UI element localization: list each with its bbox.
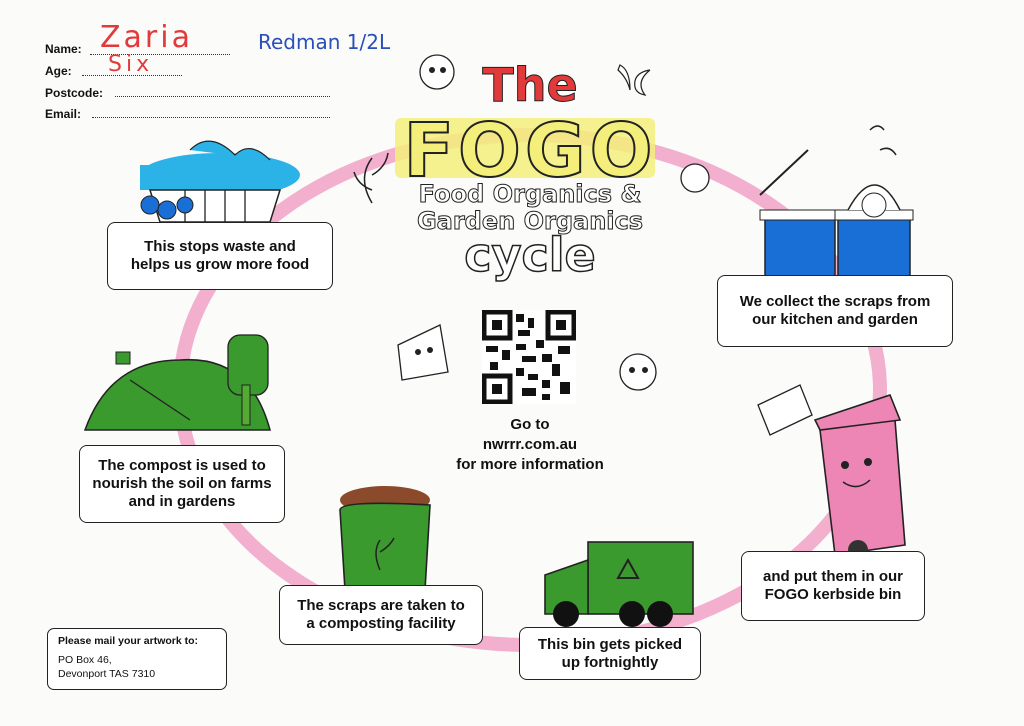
step-pickup: This bin gets picked up fortnightly <box>519 627 701 680</box>
step-kerbside-bin: and put them in our FOGO kerbside bin <box>741 551 925 621</box>
email-label: Email: <box>45 107 81 121</box>
step-collect-scraps-text: We collect the scraps from our kitchen a… <box>740 293 931 329</box>
qr-code[interactable] <box>482 310 576 404</box>
handwritten-age: Six <box>108 52 153 77</box>
step-composting-facility: The scraps are taken to a composting fac… <box>279 585 483 645</box>
bin-lid-icon <box>758 385 812 435</box>
apple-face-icon <box>420 55 454 89</box>
step-pickup-text: This bin gets picked up fortnightly <box>538 636 682 672</box>
age-label: Age: <box>45 64 72 78</box>
mail-line2: Devonport TAS 7310 <box>58 667 216 681</box>
title-line1: Food Organics & <box>385 180 675 208</box>
email-field[interactable] <box>92 117 330 118</box>
step-compost-soil-text: The compost is used to nourish the soil … <box>92 457 271 511</box>
onion-face-icon <box>681 164 709 192</box>
step-compost-soil: The compost is used to nourish the soil … <box>79 445 285 523</box>
title-cycle: cycle <box>410 228 650 282</box>
step-composting-facility-text: The scraps are taken to a composting fac… <box>297 597 465 633</box>
postcode-field[interactable] <box>115 96 330 97</box>
step-stops-waste-text: This stops waste and helps us grow more … <box>131 238 309 274</box>
mail-heading: Please mail your artwork to: <box>58 634 216 648</box>
handwritten-last-name: Redman 1/2L <box>258 30 390 54</box>
name-label: Name: <box>45 42 82 56</box>
tomato-icon <box>620 354 656 390</box>
website-link[interactable]: nwrrr.com.au <box>430 435 630 455</box>
compost-sack-icon <box>340 486 430 595</box>
handwritten-first-name: Zaria <box>100 20 193 55</box>
cheese-icon <box>398 325 448 380</box>
mail-line1: PO Box 46, <box>58 653 216 667</box>
title-the: The <box>455 58 605 112</box>
chilli-icon <box>618 65 630 90</box>
postcode-label: Postcode: <box>45 86 103 100</box>
garbage-truck-icon <box>545 542 693 627</box>
moon-icon <box>635 70 650 95</box>
step-collect-scraps: We collect the scraps from our kitchen a… <box>717 275 953 347</box>
goto-line3: for more information <box>430 455 630 475</box>
step-stops-waste: This stops waste and helps us grow more … <box>107 222 333 290</box>
step-kerbside-bin-text: and put them in our FOGO kerbside bin <box>763 568 903 604</box>
goto-line1: Go to <box>430 415 630 435</box>
more-info-text: Go to nwrrr.com.au for more information <box>430 415 630 475</box>
mail-address-box: Please mail your artwork to: PO Box 46, … <box>47 628 227 690</box>
fogo-kerbside-bin-icon <box>815 395 905 560</box>
